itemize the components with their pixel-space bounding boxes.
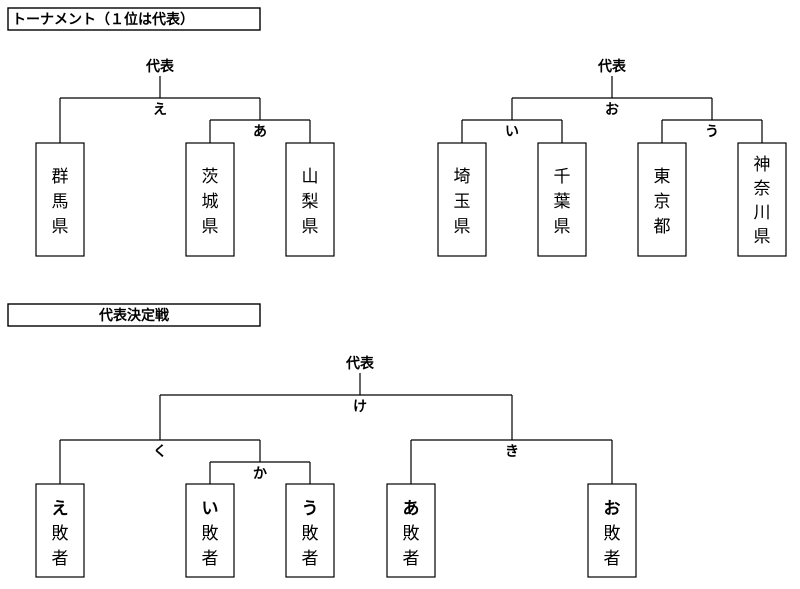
team-box [35,142,85,257]
playoff-winner-label: 代表 [345,355,375,372]
group1-final-match: え [153,102,167,118]
playoff-left-match: く [153,444,167,460]
team-saitama: 埼玉県 [454,167,471,237]
tournament-header-box [7,7,261,31]
playoff-header: 代表決定戦 [98,307,170,324]
entry-e-loser: え敗者 [52,499,69,569]
group2-bracket [437,76,787,257]
team-box [737,142,787,257]
team-box [537,142,587,257]
entry-box [587,483,637,578]
team-gunma: 群馬県 [52,167,69,237]
playoff-bracket [35,373,637,578]
entry-a-loser: あ敗者 [403,499,420,569]
team-tokyo: 東京都 [654,167,671,237]
team-box [637,142,687,257]
group1-winner-label: 代表 [145,58,175,75]
team-yamanashi: 山梨県 [302,167,319,237]
entry-box [35,483,85,578]
team-ibaraki: 茨城県 [202,167,219,237]
entry-o-loser: お敗者 [604,499,621,569]
team-box [285,142,335,257]
group1-sub-match: あ [253,124,267,140]
team-box [437,142,487,257]
playoff-right-match: き [505,444,519,460]
team-chiba: 千葉県 [554,167,571,237]
team-kanagawa: 神奈川県 [754,155,771,247]
playoff-final-match: け [353,399,367,415]
entry-box [285,483,335,578]
entry-u-loser: う敗者 [302,499,319,569]
playoff-left-sub-match: か [253,466,267,482]
entry-i-loser: い敗者 [202,499,219,569]
tournament-header: トーナメント（１位は代表） [12,11,194,28]
group2-winner-label: 代表 [597,58,627,75]
group2-sub-match-right: う [705,124,719,140]
playoff-header-box [7,303,261,327]
entry-box [386,483,436,578]
group1-bracket [35,76,335,257]
group2-sub-match-left: い [505,124,519,140]
team-box [185,142,235,257]
entry-box [185,483,235,578]
group2-final-match: お [605,102,619,118]
